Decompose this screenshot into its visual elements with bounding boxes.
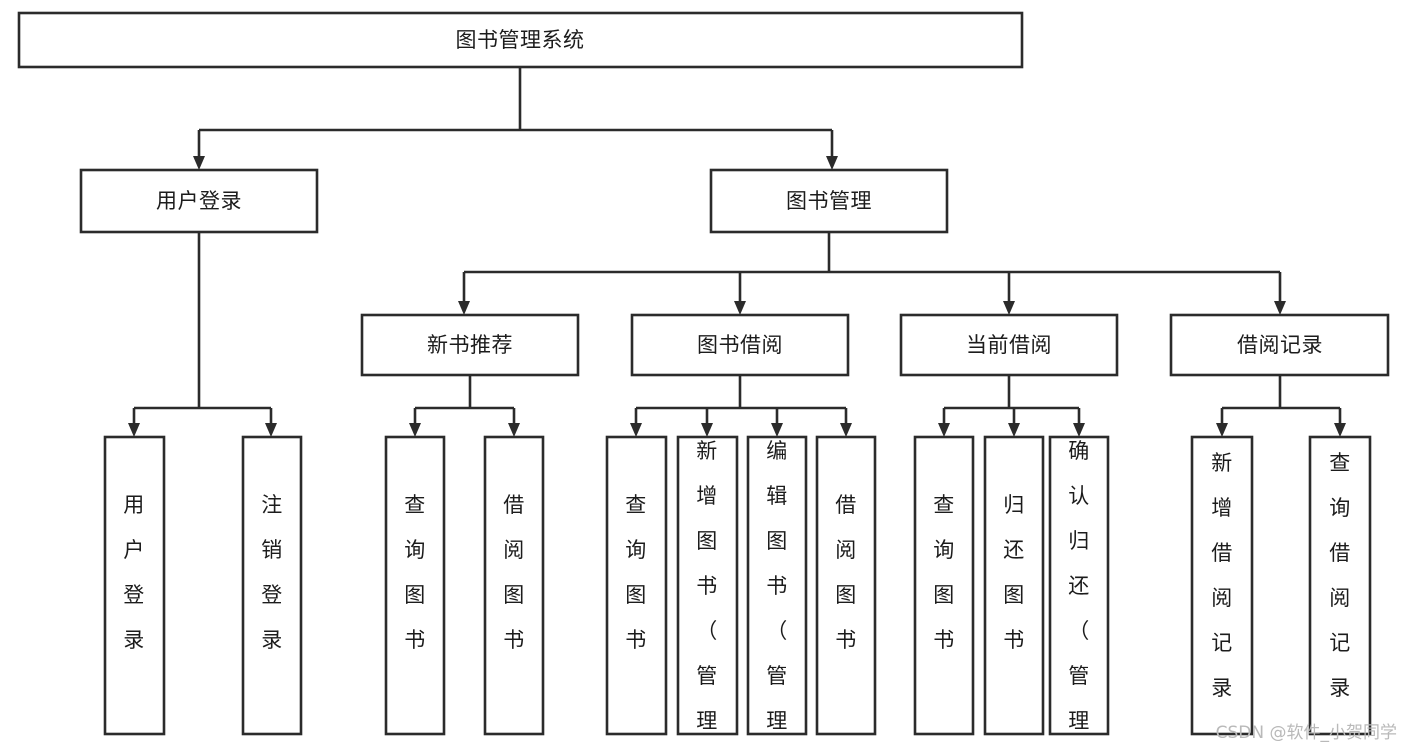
node-leaf-add-book-box[interactable]	[676, 435, 739, 736]
node-borrow-record-label: 借阅记录	[1237, 333, 1323, 357]
node-user-login-box[interactable]	[79, 168, 319, 234]
node-root-box[interactable]	[17, 11, 1024, 69]
node-leaf-query-record[interactable]: 查询借阅记录	[1308, 435, 1372, 736]
connector-book-borrow-children	[630, 375, 852, 437]
arrowhead-borrow-record	[1274, 301, 1286, 315]
arrowhead-new-book-recommend	[458, 301, 470, 315]
node-leaf-borrow-book-2-label: 借阅图书	[835, 493, 857, 652]
node-leaf-logout-login[interactable]: 注销登录	[241, 435, 303, 736]
node-current-borrow-label: 当前借阅	[966, 333, 1052, 357]
node-leaf-user-login[interactable]: 用户登录	[103, 435, 166, 736]
node-book-borrow-label: 图书借阅	[697, 333, 783, 357]
arrowhead-leaf-logout-login	[265, 423, 277, 437]
connector-new-book-recommend-children	[409, 375, 520, 437]
node-current-borrow[interactable]: 当前借阅	[899, 313, 1119, 377]
node-leaf-query-book-2[interactable]: 查询图书	[605, 435, 668, 736]
node-user-login-label: 用户登录	[156, 189, 242, 213]
node-leaf-return-book-label: 归还图书	[1003, 493, 1025, 652]
arrowhead-leaf-edit-book	[771, 423, 783, 437]
node-leaf-return-book-box[interactable]	[983, 435, 1045, 736]
node-user-login[interactable]: 用户登录	[79, 168, 319, 234]
node-leaf-query-book-1[interactable]: 查询图书	[384, 435, 446, 736]
node-leaf-logout-login-label: 注销登录	[261, 493, 283, 652]
node-leaf-query-book-3[interactable]: 查询图书	[913, 435, 975, 736]
node-leaf-edit-book-box[interactable]	[746, 435, 808, 736]
node-leaf-borrow-book-2[interactable]: 借阅图书	[815, 435, 877, 736]
arrowhead-leaf-add-book	[701, 423, 713, 437]
arrowhead-user-login	[193, 156, 205, 170]
node-new-book-recommend-box[interactable]	[360, 313, 580, 377]
node-root-label: 图书管理系统	[456, 28, 585, 52]
node-leaf-confirm-return-box[interactable]	[1048, 435, 1110, 736]
node-borrow-record-box[interactable]	[1169, 313, 1390, 377]
connector-root-to-level1	[193, 67, 838, 170]
node-leaf-query-record-box[interactable]	[1308, 435, 1372, 736]
node-leaf-query-book-2-label: 查询图书	[625, 493, 647, 652]
arrowhead-leaf-user-login	[128, 423, 140, 437]
node-borrow-record[interactable]: 借阅记录	[1169, 313, 1390, 377]
node-leaf-confirm-return-label: 确认归还（管理员）	[1068, 439, 1090, 747]
arrowhead-leaf-add-record	[1216, 423, 1228, 437]
node-leaf-user-login-box[interactable]	[103, 435, 166, 736]
node-new-book-recommend[interactable]: 新书推荐	[360, 313, 580, 377]
node-leaf-query-record-label: 查询借阅记录	[1329, 451, 1351, 700]
node-book-borrow[interactable]: 图书借阅	[630, 313, 850, 377]
node-leaf-add-record-box[interactable]	[1190, 435, 1254, 736]
arrowhead-leaf-query-book-3	[938, 423, 950, 437]
node-leaf-return-book[interactable]: 归还图书	[983, 435, 1045, 736]
node-leaf-edit-book[interactable]: 编辑图书（管理员）	[746, 435, 808, 747]
connector-layer	[128, 67, 1346, 437]
node-leaf-add-book-label: 新增图书（管理员）	[696, 439, 718, 747]
node-leaf-borrow-book-1-box[interactable]	[483, 435, 545, 736]
csdn-watermark: CSDN @软件_小贺同学	[1215, 723, 1397, 743]
node-leaf-borrow-book-1-label: 借阅图书	[503, 493, 525, 652]
node-leaf-borrow-book-1[interactable]: 借阅图书	[483, 435, 545, 736]
connector-user-login-children	[128, 232, 277, 437]
node-root[interactable]: 图书管理系统	[17, 11, 1024, 69]
arrowhead-leaf-borrow-book-1	[508, 423, 520, 437]
connector-current-borrow-children	[938, 375, 1085, 437]
arrowhead-leaf-return-book	[1008, 423, 1020, 437]
node-leaf-user-login-label: 用户登录	[123, 493, 145, 652]
connector-book-manage-children	[458, 232, 1286, 315]
node-leaf-add-book[interactable]: 新增图书（管理员）	[676, 435, 739, 747]
node-current-borrow-box[interactable]	[899, 313, 1119, 377]
arrowhead-leaf-confirm-return	[1073, 423, 1085, 437]
arrowhead-current-borrow	[1003, 301, 1015, 315]
node-book-borrow-box[interactable]	[630, 313, 850, 377]
node-leaf-add-record[interactable]: 新增借阅记录	[1190, 435, 1254, 736]
connector-borrow-record-children	[1216, 375, 1346, 437]
node-book-manage-label: 图书管理	[786, 189, 872, 213]
node-new-book-recommend-label: 新书推荐	[427, 333, 513, 357]
node-leaf-query-book-1-box[interactable]	[384, 435, 446, 736]
node-leaf-borrow-book-2-box[interactable]	[815, 435, 877, 736]
node-leaf-query-book-3-box[interactable]	[913, 435, 975, 736]
node-leaf-query-book-1-label: 查询图书	[404, 493, 426, 652]
arrowhead-leaf-query-record	[1334, 423, 1346, 437]
arrowhead-leaf-query-book-1	[409, 423, 421, 437]
node-leaf-logout-login-box[interactable]	[241, 435, 303, 736]
node-leaf-add-record-label: 新增借阅记录	[1211, 451, 1233, 700]
node-leaf-edit-book-label: 编辑图书（管理员）	[766, 439, 788, 747]
node-leaf-confirm-return[interactable]: 确认归还（管理员）	[1048, 435, 1110, 747]
arrowhead-book-borrow	[734, 301, 746, 315]
arrowhead-book-manage	[826, 156, 838, 170]
node-book-manage-box[interactable]	[709, 168, 949, 234]
node-leaf-query-book-3-label: 查询图书	[933, 493, 955, 652]
arrowhead-leaf-query-book-2	[630, 423, 642, 437]
arrowhead-leaf-borrow-book-2	[840, 423, 852, 437]
node-leaf-query-book-2-box[interactable]	[605, 435, 668, 736]
node-book-manage[interactable]: 图书管理	[709, 168, 949, 234]
